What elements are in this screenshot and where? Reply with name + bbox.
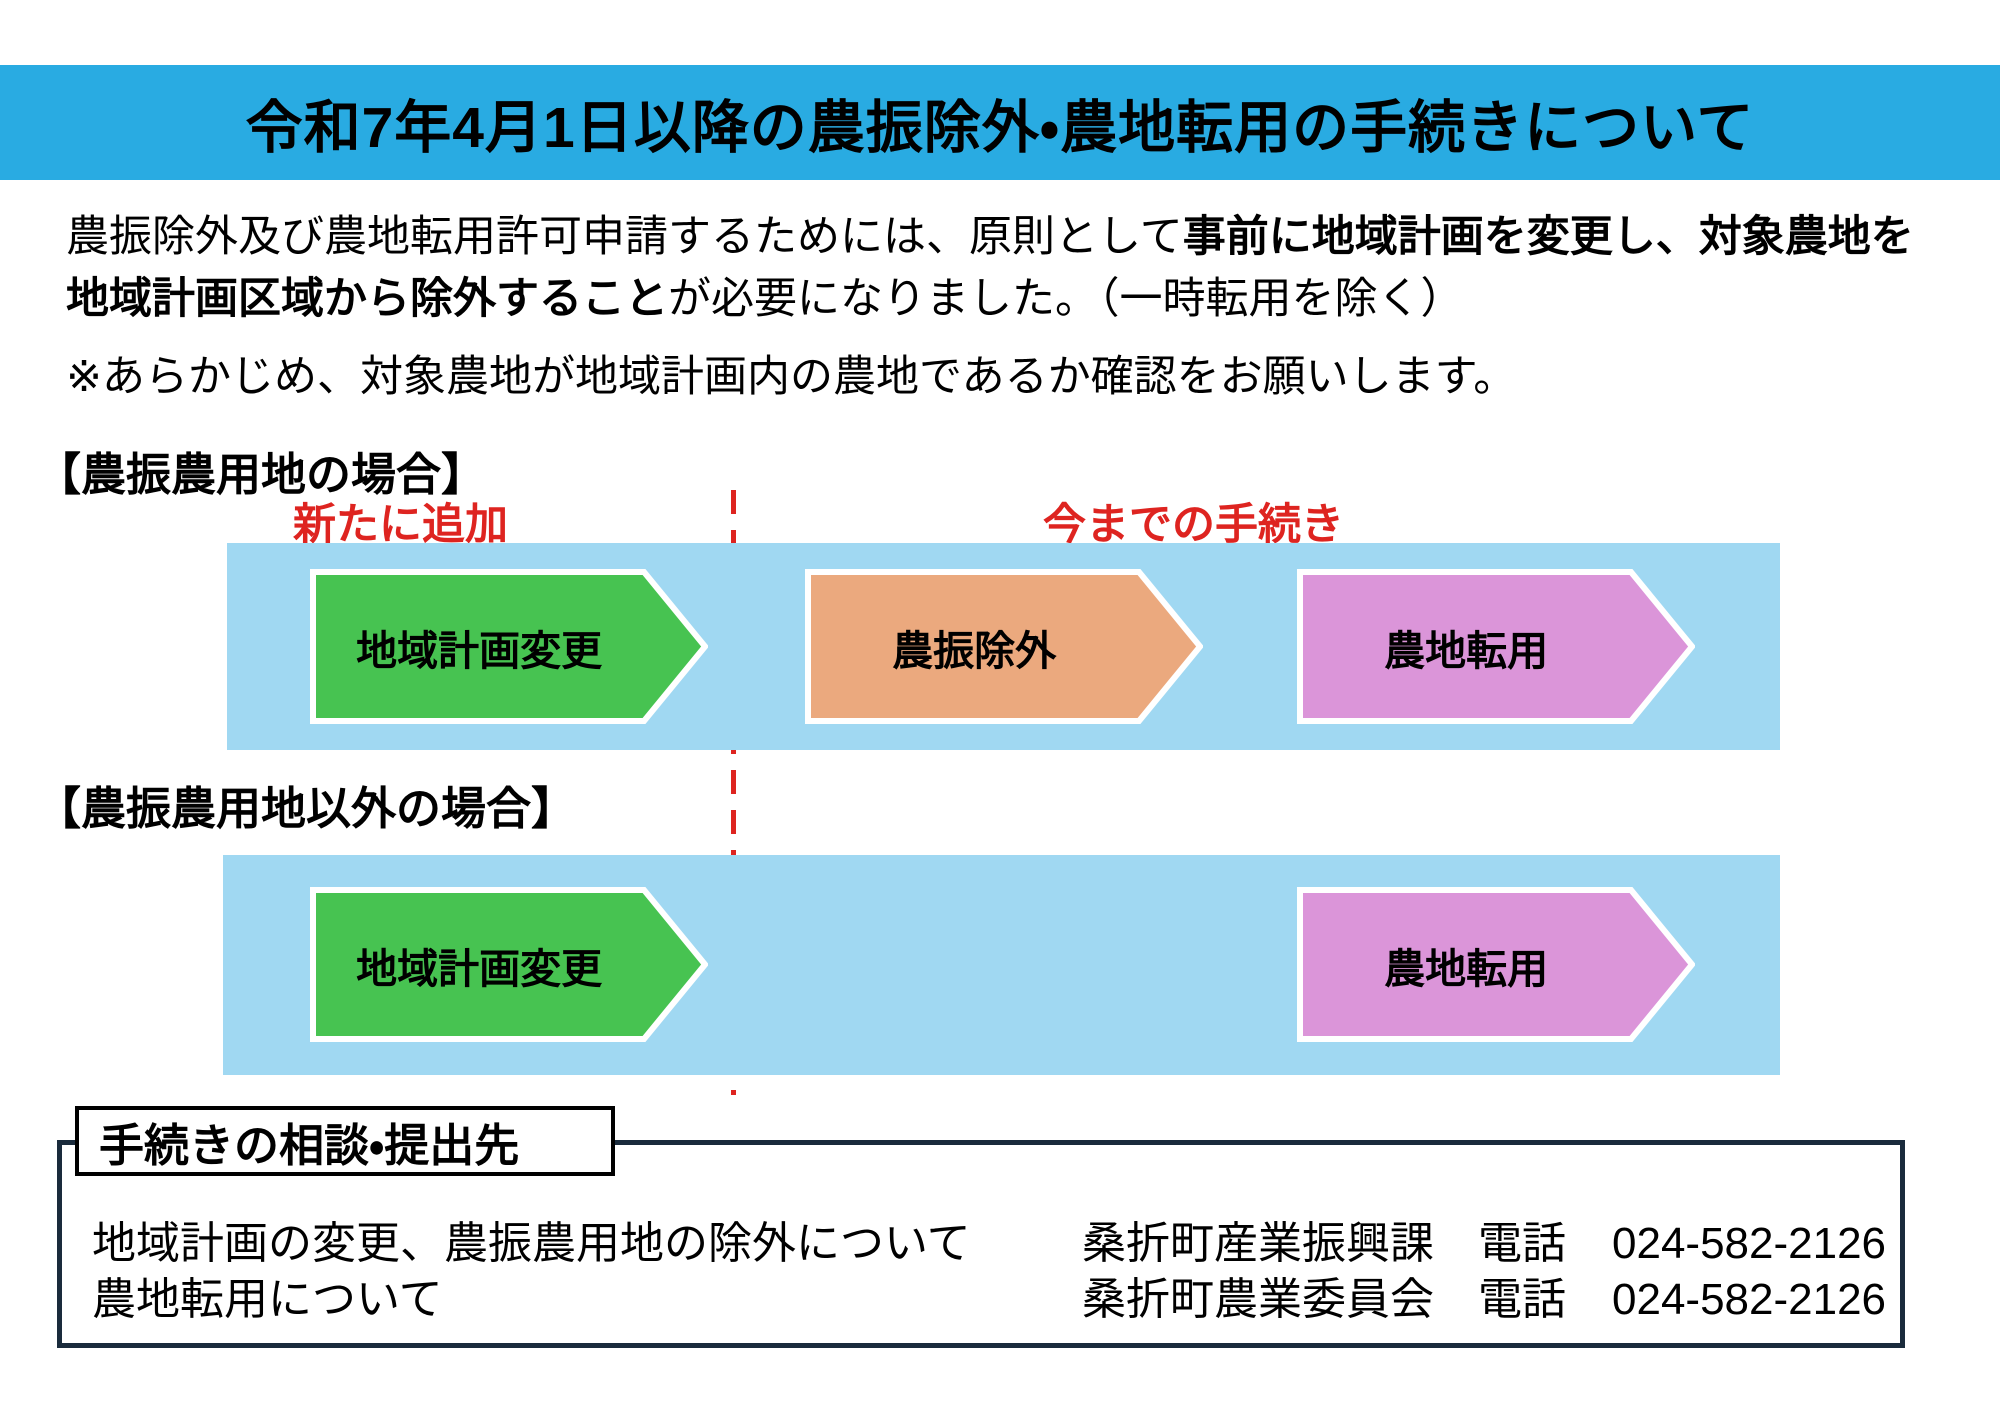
intro-line-2: 地域計画区域から除外することが必要になりました。（一時転用を除く）: [66, 268, 1956, 330]
contact-office: 桑折町産業振興課: [1082, 1219, 1434, 1268]
contact-subject: 農地転用について: [92, 1275, 443, 1324]
flow-step-conversion: 農地転用: [1297, 569, 1695, 724]
title-banner: 令和7年4月1日以降の農振除外・農地転用の手続きについて: [0, 65, 2000, 180]
contact-box-title-tab: 手続きの相談・提出先: [75, 1106, 615, 1176]
intro-line-1: 農振除外及び農地転用許可申請するためには、原則として事前に地域計画を変更し、対象…: [66, 206, 1956, 268]
contact-office: 桑折町農業委員会: [1082, 1275, 1434, 1324]
contact-tel-label: 電話: [1478, 1219, 1566, 1268]
arrow-shape-icon: [1297, 569, 1695, 724]
arrow-shape-icon: [310, 887, 708, 1042]
phase-label-new: 新たに追加: [293, 501, 508, 549]
contact-row: 地域計画の変更、農振農用地の除外について 桑折町産業振興課電話 024-582-21…: [92, 1207, 1886, 1271]
section-heading-agricultural: 【農振農用地の場合】: [36, 449, 487, 500]
arrow-shape-icon: [805, 569, 1203, 724]
section-heading-non-agricultural: 【農振農用地以外の場合】: [36, 783, 577, 834]
phase-label-existing: 今までの手続き: [1043, 501, 1344, 549]
flow-band-agricultural: 地域計画変更 農振除外 農地転用: [227, 543, 1780, 750]
intro-line1-bold: 事前に地域計画を変更し、対象農地を: [1182, 213, 1914, 261]
contact-phone-number: 024-582-2126: [1612, 1219, 1887, 1268]
contact-row: 農地転用について 桑折町農業委員会電話 024-582-2126: [92, 1263, 1886, 1327]
flow-step-plan-change: 地域計画変更: [310, 569, 708, 724]
flow-band-non-agricultural: 地域計画変更 農地転用: [223, 855, 1780, 1075]
intro-line2-normal: が必要になりました。（一時転用を除く）: [668, 275, 1464, 323]
contact-tel-label: 電話: [1478, 1275, 1566, 1324]
intro-note: ※あらかじめ、対象農地が地域計画内の農地であるか確認をお願いします。: [66, 353, 1517, 401]
contact-box-title: 手続きの相談・提出先: [99, 1119, 520, 1171]
flow-step-label: 地域計画変更: [356, 945, 603, 992]
flow-step-label: 農地転用: [1384, 627, 1549, 674]
contact-phone-number: 024-582-2126: [1612, 1275, 1887, 1324]
intro-line2-bold: 地域計画区域から除外すること: [66, 275, 668, 323]
arrow-shape-icon: [1297, 887, 1695, 1042]
flow-step-label: 農振除外: [892, 627, 1057, 674]
page-title: 令和7年4月1日以降の農振除外・農地転用の手続きについて: [245, 95, 1755, 160]
flow-step-exclusion: 農振除外: [805, 569, 1203, 724]
phase-divider-dashed-line: [731, 490, 736, 1095]
arrow-shape-icon: [310, 569, 708, 724]
flow-step-label: 地域計画変更: [356, 627, 603, 674]
contact-subject: 地域計画の変更、農振農用地の除外について: [92, 1219, 971, 1268]
intro-paragraph: 農振除外及び農地転用許可申請するためには、原則として事前に地域計画を変更し、対象…: [66, 206, 1956, 408]
flow-step-label: 農地転用: [1384, 945, 1549, 992]
intro-line1-normal: 農振除外及び農地転用許可申請するためには、原則として: [66, 213, 1183, 261]
flow-step-conversion: 農地転用: [1297, 887, 1695, 1042]
flow-step-plan-change: 地域計画変更: [310, 887, 708, 1042]
